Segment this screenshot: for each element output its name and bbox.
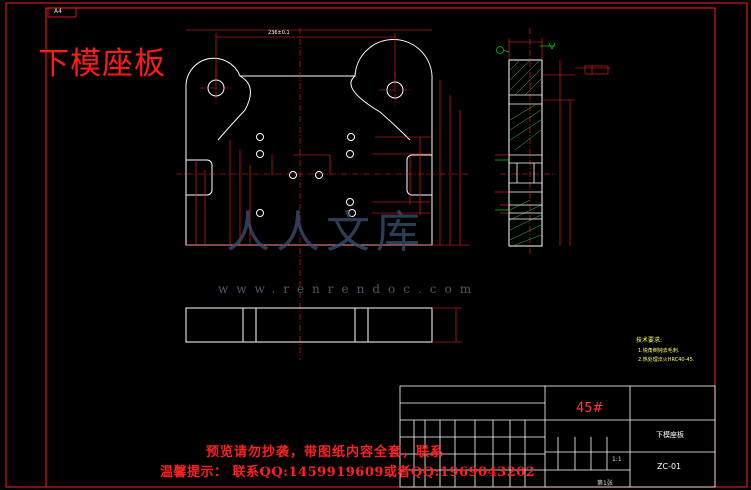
section-view bbox=[495, 38, 610, 247]
part-name-label: 下模座板 bbox=[656, 431, 684, 439]
front-view-dims bbox=[432, 307, 462, 343]
front-view bbox=[185, 307, 433, 343]
tech-requirement-2: 2.热处理淬火HRC40-45. bbox=[638, 357, 695, 363]
watermark-url: www.renrendoc.com bbox=[218, 282, 480, 296]
watermark-logo: 人人文库 bbox=[226, 207, 426, 258]
sheet-tag-box bbox=[47, 7, 77, 18]
material-label: 45# bbox=[576, 401, 604, 416]
sheet-number-label: 第1张 bbox=[597, 480, 613, 487]
preview-notice: 预览请勿抄袭，带图纸内容全套，联系 bbox=[206, 445, 445, 460]
contact-notice: 温馨提示： 联系QQ:1459919609或者QQ:1969043202 bbox=[160, 465, 536, 480]
title-block bbox=[399, 385, 716, 488]
centerlines bbox=[176, 28, 556, 360]
inner-frame bbox=[45, 7, 716, 488]
scale-label: 1:1 bbox=[612, 456, 622, 463]
plan-view bbox=[185, 39, 433, 246]
part-code-label: ZC-01 bbox=[657, 462, 682, 471]
sheet-size-tag: A4 bbox=[54, 8, 62, 15]
tech-requirement-1: 1.锐角倒钝去毛刺. bbox=[638, 348, 680, 354]
width-dimension-label: 236±0.1 bbox=[268, 30, 290, 36]
dimension-lines bbox=[186, 29, 470, 246]
tech-requirements-heading: 技术要求: bbox=[636, 337, 663, 344]
drawing-title: 下模座板 bbox=[38, 46, 166, 82]
